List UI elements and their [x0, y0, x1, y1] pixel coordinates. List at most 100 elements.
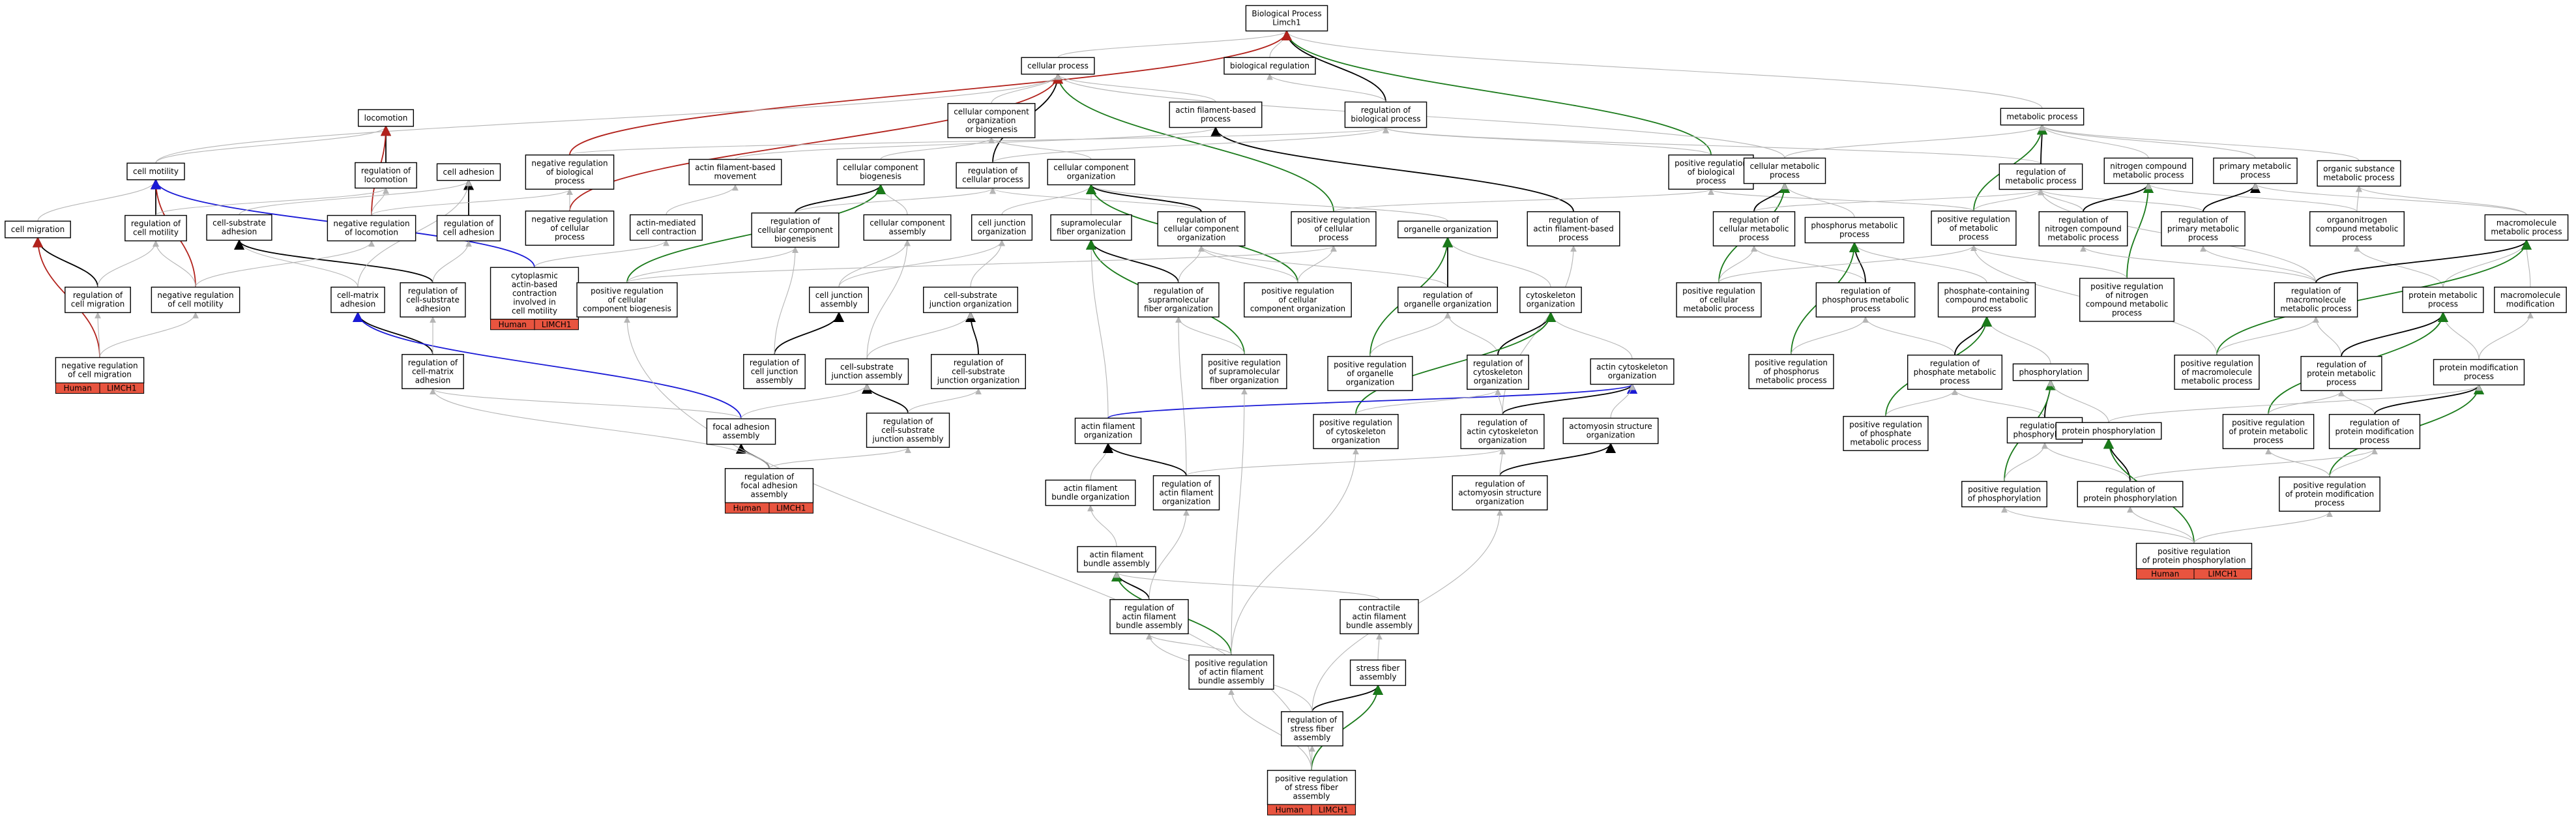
go-term-node-cacc[interactable]: cytoplasmicactin-basedcontractioninvolve… [490, 267, 579, 330]
go-term-node-cmig[interactable]: cell migration [5, 220, 71, 239]
go-term-node-loco[interactable]: locomotion [357, 109, 415, 127]
go-term-node-orgorg[interactable]: organelle organization [1398, 220, 1498, 239]
go-term-node-cmot[interactable]: cell motility [126, 162, 185, 181]
go-term-node-cp[interactable]: cellular process [1021, 57, 1095, 75]
go-term-node-phos[interactable]: phosphorylation [2012, 363, 2089, 381]
go-term-node-breg[interactable]: biological regulation [1223, 57, 1316, 75]
go-term-node-prphos[interactable]: protein phosphorylation [2055, 422, 2162, 440]
go-term-node-mp[interactable]: metabolic process [2000, 108, 2085, 126]
go-term-node-cadh[interactable]: cell adhesion [436, 163, 501, 181]
